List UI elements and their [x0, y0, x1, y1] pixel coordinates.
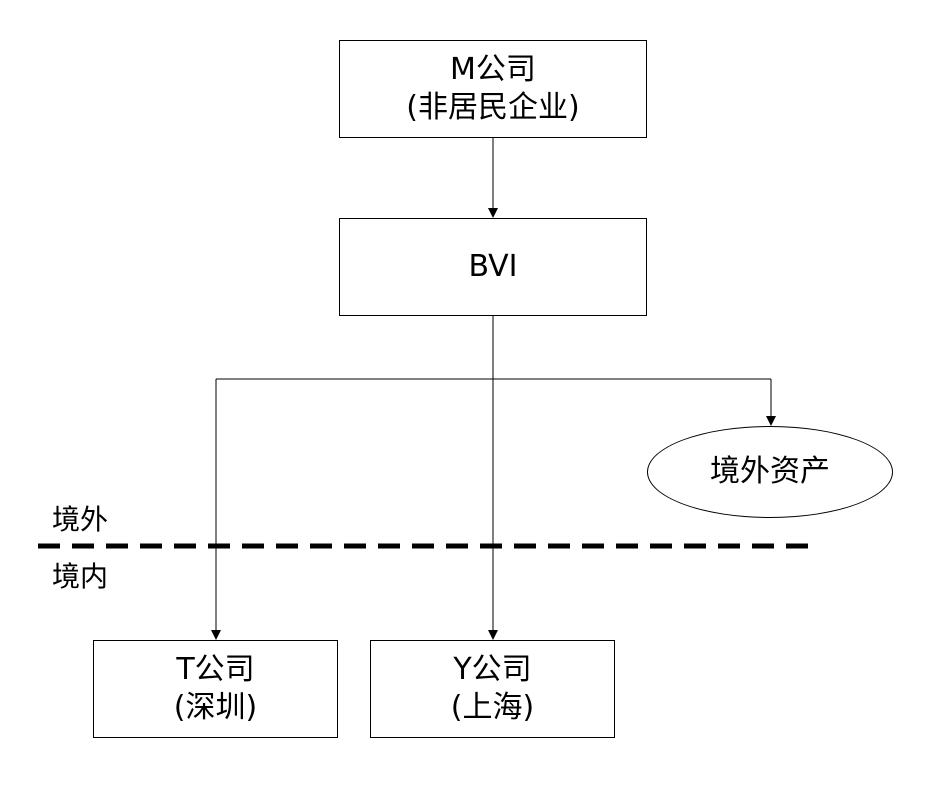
- t-company-location: (深圳): [173, 690, 258, 725]
- m-company-name: M公司: [450, 52, 536, 87]
- y-company-location: (上海): [450, 690, 535, 725]
- m-company-type: (非居民企业): [406, 90, 580, 125]
- bvi-label: BVI: [468, 249, 518, 284]
- m-company-box: M公司 (非居民企业): [339, 40, 647, 138]
- y-company-name: Y公司: [453, 652, 532, 687]
- y-company-box: Y公司 (上海): [370, 640, 615, 738]
- t-company-name: T公司: [176, 652, 255, 687]
- t-company-box: T公司 (深圳): [93, 640, 338, 738]
- bvi-box: BVI: [339, 218, 647, 316]
- onshore-zone-label: 境内: [52, 560, 109, 593]
- offshore-assets-label: 境外资产: [710, 454, 830, 489]
- offshore-assets-ellipse: 境外资产: [647, 426, 893, 518]
- offshore-zone-label: 境外: [52, 503, 109, 536]
